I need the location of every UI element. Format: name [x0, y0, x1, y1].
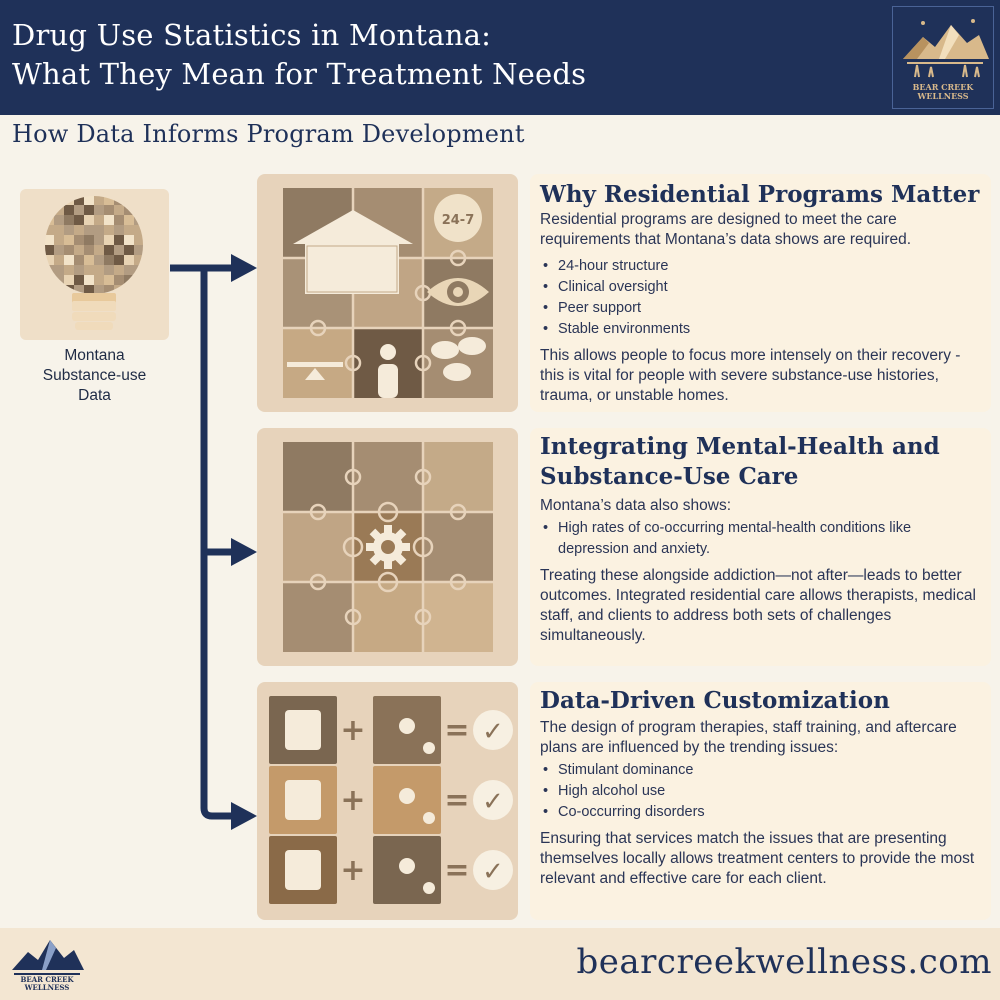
header-banner: Drug Use Statistics in Montana: What The…	[0, 0, 1000, 115]
card-outro: This allows people to focus more intense…	[540, 347, 961, 404]
list-item: Stable environments	[540, 319, 981, 340]
checkmark-circle-icon	[473, 850, 513, 890]
checkmark-icon: ✓	[482, 787, 504, 817]
lightbulb-icon	[399, 718, 415, 734]
equals-icon: =	[444, 713, 469, 748]
footer-mountain-logo-icon	[12, 940, 84, 975]
footer-bar	[0, 928, 1000, 1000]
equals-icon: =	[444, 853, 469, 888]
source-data-label: Montana Substance-use Data	[20, 346, 169, 406]
card-intro: Residential programs are designed to mee…	[540, 211, 912, 248]
arrow-head-icon	[231, 802, 257, 830]
arrow-head-icon	[231, 538, 257, 566]
plus-icon: +	[340, 783, 365, 818]
brand-logo-line1: BEAR CREEK	[912, 82, 974, 92]
list-item: Peer support	[540, 298, 981, 319]
brand-logo: BEAR CREEK WELLNESS	[892, 6, 994, 109]
website-link[interactable]: bearcreekwellness.com	[576, 942, 992, 982]
equation-puzzles-icon: + = ✓ + = ✓ + = ✓	[269, 696, 513, 904]
checkmark-icon: ✓	[482, 857, 504, 887]
checkmark-circle-icon	[473, 780, 513, 820]
list-item: High rates of co-occurring mental-health…	[540, 518, 981, 560]
card-outro: Ensuring that services match the issues …	[540, 830, 975, 887]
lightbulb-icon	[423, 882, 435, 894]
footer-logo-line1: BEAR CREEK	[20, 975, 74, 984]
residential-programs-card: Why Residential Programs Matter Resident…	[530, 174, 991, 412]
list-item: Stimulant dominance	[540, 760, 981, 781]
gear-puzzle-icon	[283, 442, 493, 652]
bullet-list: 24-hour structure Clinical oversight Pee…	[540, 256, 981, 340]
brand-logo-line2: WELLNESS	[917, 91, 969, 101]
card-title-line2: Substance-Use Care	[540, 463, 799, 490]
bullet-list: High rates of co-occurring mental-health…	[540, 518, 981, 560]
treatment-symbol-icon	[285, 710, 321, 750]
source-label-line1: Montana	[64, 347, 125, 364]
integrated-care-card: Integrating Mental-Health and Substance-…	[530, 428, 991, 666]
checkmark-circle-icon	[473, 710, 513, 750]
lightbulb-mosaic-icon	[45, 196, 143, 330]
page-title-line1: Drug Use Statistics in Montana:	[12, 18, 492, 52]
lightbulb-icon	[423, 742, 435, 754]
residential-puzzle-icon: 24-7	[283, 188, 493, 398]
brand-logo-text: BEAR CREEK WELLNESS	[893, 83, 993, 101]
list-item: Clinical oversight	[540, 277, 981, 298]
residential-puzzle-card: 24-7	[257, 174, 518, 412]
list-item: High alcohol use	[540, 781, 981, 802]
lightbulb-icon	[423, 812, 435, 824]
customization-puzzle-card: + = ✓ + = ✓ + = ✓	[257, 682, 518, 920]
customization-card: Data-Driven Customization The design of …	[530, 682, 991, 920]
lightbulb-icon	[399, 788, 415, 804]
card-title-line1: Integrating Mental-Health and	[540, 433, 940, 460]
page-title-line2: What They Mean for Treatment Needs	[12, 57, 587, 91]
source-label-line3: Data	[78, 387, 111, 404]
checkmark-icon: ✓	[482, 717, 504, 747]
treatment-symbol-icon	[285, 780, 321, 820]
lightbulb-icon	[399, 858, 415, 874]
data-bulb-card	[20, 189, 169, 340]
page-title: Drug Use Statistics in Montana: What The…	[12, 16, 872, 94]
card-title: Integrating Mental-Health and Substance-…	[540, 432, 981, 492]
footer-logo-line2: WELLNESS	[24, 983, 70, 992]
card-intro: The design of program therapies, staff t…	[540, 719, 957, 756]
equals-icon: =	[444, 783, 469, 818]
list-item: 24-hour structure	[540, 256, 981, 277]
list-item: Co-occurring disorders	[540, 802, 981, 823]
card-title: Data-Driven Customization	[540, 687, 890, 714]
mountain-logo-icon	[903, 19, 989, 78]
section-heading: How Data Informs Program Development	[12, 120, 525, 148]
source-label-line2: Substance-use	[42, 367, 147, 384]
treatment-symbol-icon	[285, 850, 321, 890]
gear-icon	[366, 525, 410, 569]
card-intro: Montana’s data also shows:	[540, 497, 731, 514]
card-title: Why Residential Programs Matter	[540, 181, 980, 208]
card-outro: Treating these alongside addiction—not a…	[540, 567, 976, 644]
integration-puzzle-card	[257, 428, 518, 666]
arrow-head-icon	[231, 254, 257, 282]
clock-24-7-icon: 24-7	[442, 213, 475, 228]
plus-icon: +	[340, 853, 365, 888]
plus-icon: +	[340, 713, 365, 748]
footer-logo-text: BEAR CREEK WELLNESS	[8, 976, 86, 992]
bullet-list: Stimulant dominance High alcohol use Co-…	[540, 760, 981, 823]
